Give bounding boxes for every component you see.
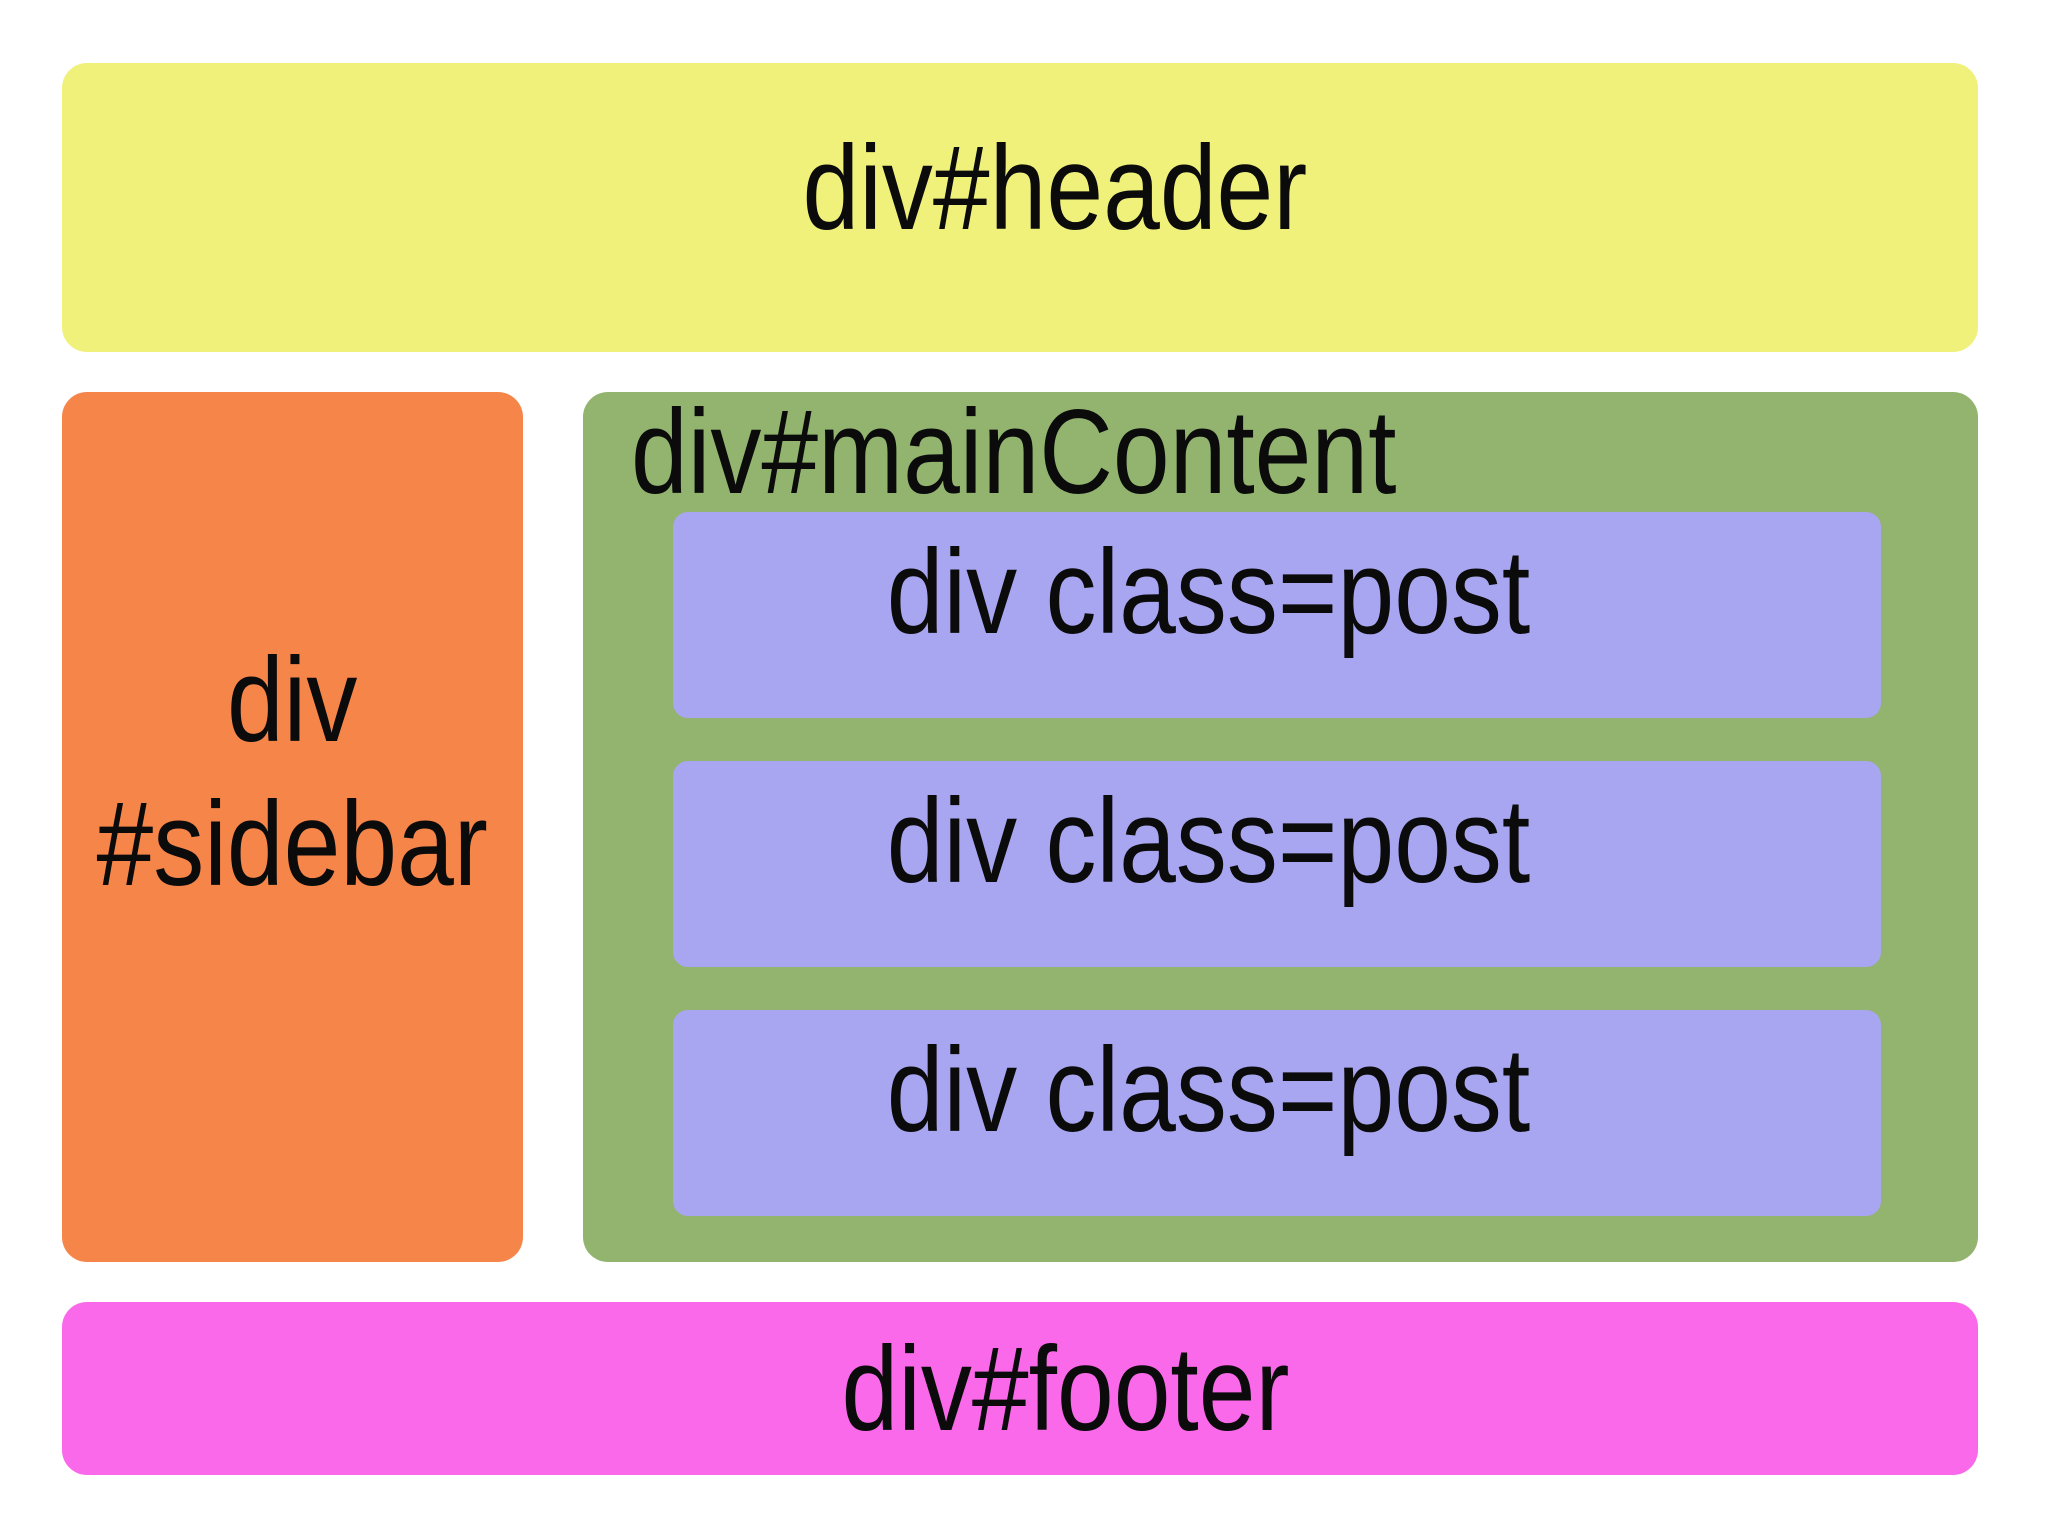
post-label: div class=post xyxy=(887,525,1531,659)
post-box: div class=post xyxy=(673,761,1881,967)
post-label: div class=post xyxy=(887,774,1531,908)
sidebar-label-line2: #sidebar xyxy=(96,777,489,911)
header-label: div#header xyxy=(802,120,1308,255)
maincontent-label: div#mainContent xyxy=(631,385,1397,519)
sidebar-box: div #sidebar xyxy=(62,392,523,1262)
post-box: div class=post xyxy=(673,512,1881,718)
post-label: div class=post xyxy=(887,1023,1531,1157)
middle-row: div #sidebar div#mainContent div class=p… xyxy=(62,385,1978,1262)
sidebar-label-line1: div xyxy=(227,633,358,767)
footer-label: div#footer xyxy=(841,1321,1289,1456)
header-box: div#header xyxy=(62,63,1978,352)
post-box: div class=post xyxy=(673,1010,1881,1216)
diagram-frame: div#header div #sidebar div#mainContent … xyxy=(62,63,1978,1475)
maincontent-label-row: div#mainContent xyxy=(583,385,1978,519)
posts-list: div class=post div class=post div class=… xyxy=(583,512,1978,1216)
maincontent-box: div#mainContent div class=post div class… xyxy=(583,385,1978,1262)
footer-box: div#footer xyxy=(62,1302,1978,1475)
sidebar-label: div #sidebar xyxy=(97,628,488,916)
